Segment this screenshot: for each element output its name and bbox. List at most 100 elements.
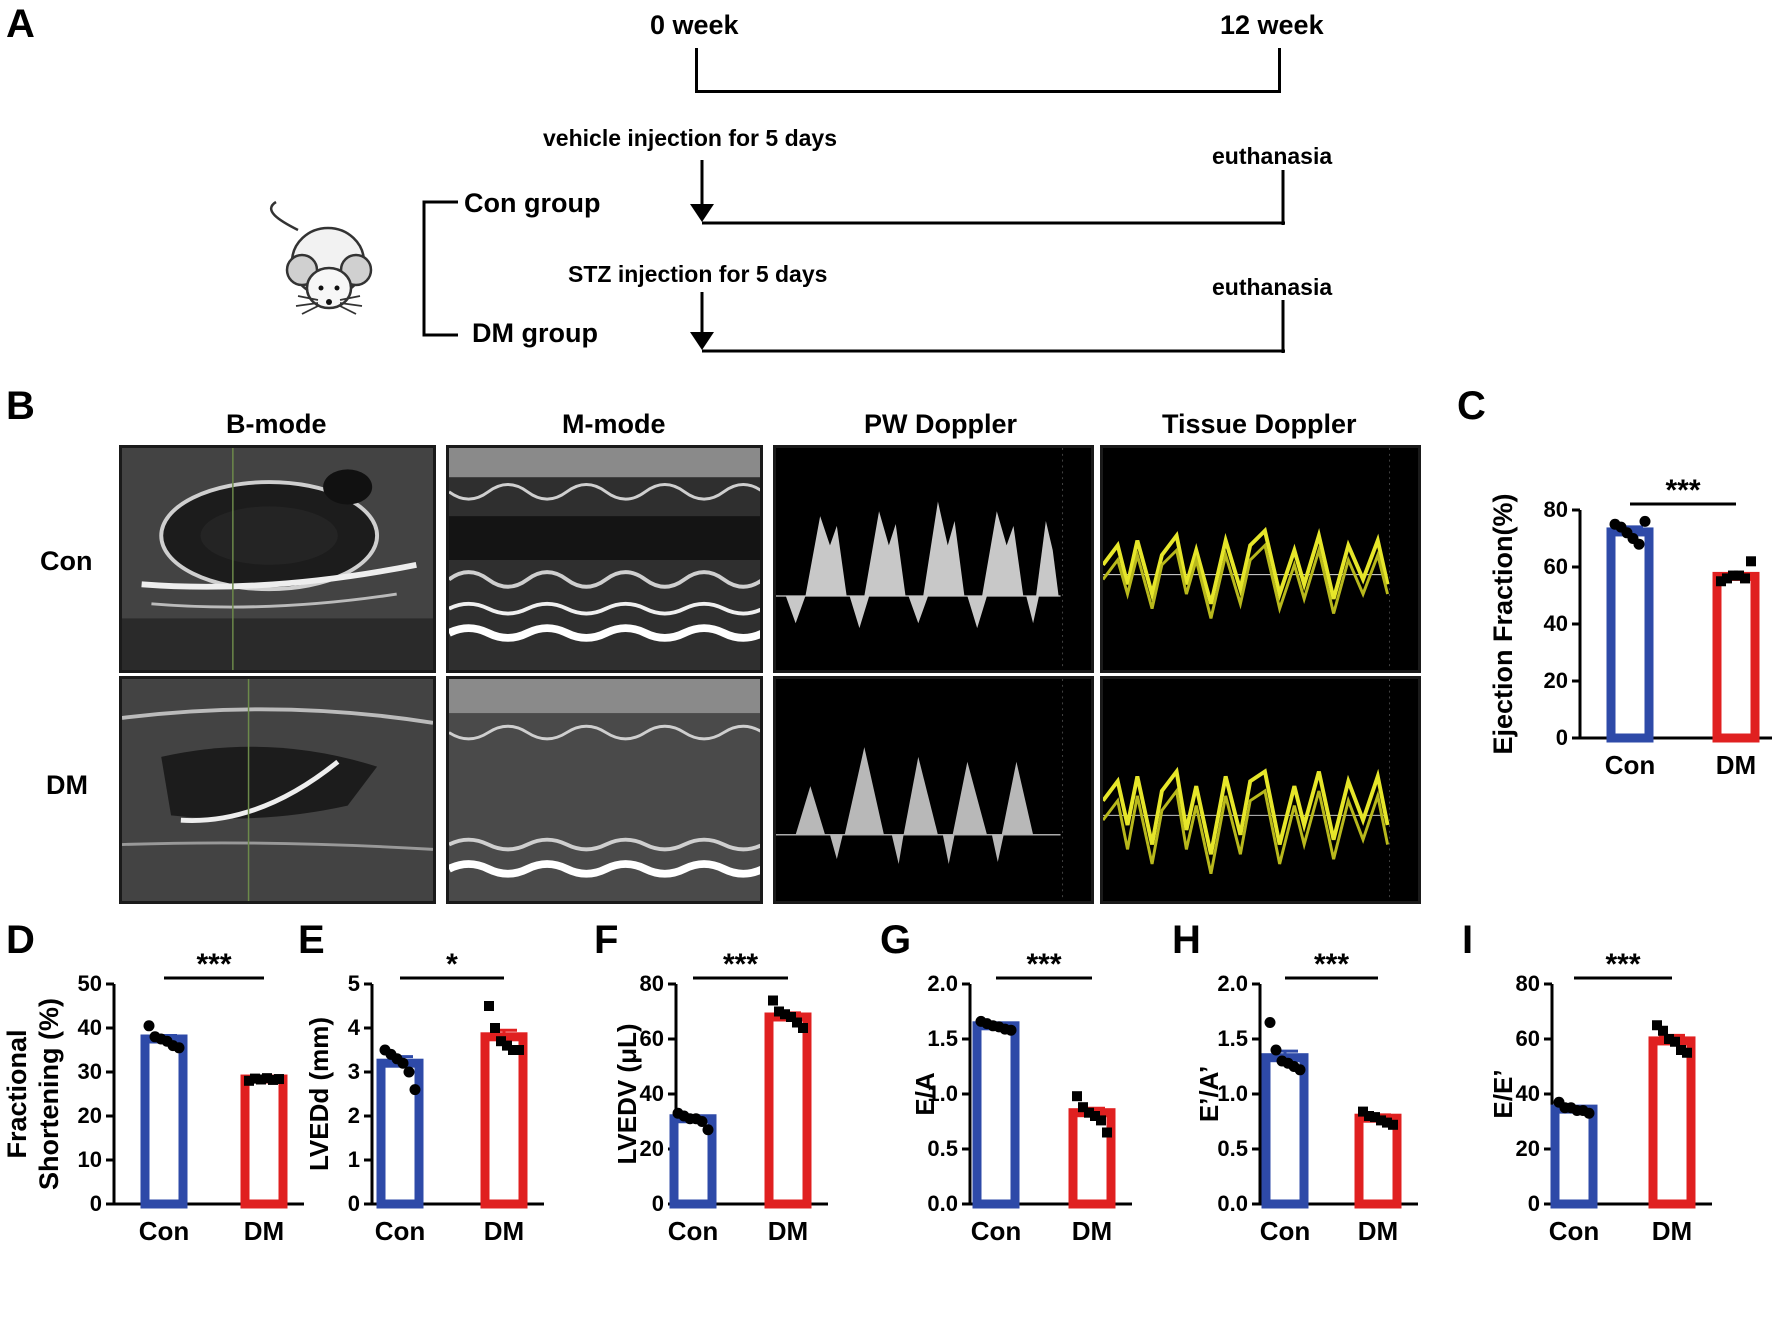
y-tick-label: 1.5 (927, 1026, 958, 1051)
con-bar (140, 1034, 188, 1209)
data-point (397, 1057, 409, 1069)
data-point (409, 1084, 421, 1096)
category-label: DM (484, 1216, 524, 1246)
y-axis-label: Ejection Fraction(%) (1488, 493, 1518, 754)
y-tick-label: 10 (78, 1147, 102, 1172)
data-point (1072, 1091, 1082, 1102)
data-point (1682, 1047, 1692, 1058)
data-point (1734, 570, 1744, 581)
data-point (1090, 1111, 1100, 1121)
category-label: Con (971, 1216, 1022, 1246)
category-label: DM (1358, 1216, 1398, 1246)
dm-bar (1648, 1036, 1696, 1209)
data-point (1670, 1036, 1680, 1047)
category-label: Con (1549, 1216, 1600, 1246)
y-axis-label: E/E’ (1488, 1069, 1518, 1118)
y-tick-label: 60 (1516, 1026, 1540, 1051)
y-tick-label: 30 (78, 1059, 102, 1084)
data-point (250, 1073, 260, 1084)
significance-label: *** (1605, 948, 1640, 981)
y-tick-label: 60 (640, 1026, 664, 1051)
data-point (774, 1006, 784, 1017)
data-point (792, 1017, 802, 1028)
bmode-con-image (119, 445, 436, 673)
data-point (780, 1009, 790, 1020)
y-axis-label-line: Shortening (%) (34, 998, 64, 1190)
data-point (143, 1020, 155, 1032)
panel-label-g: G (880, 918, 912, 962)
data-point (514, 1045, 524, 1055)
data-point (702, 1124, 714, 1136)
category-label: Con (668, 1216, 719, 1246)
data-point (262, 1073, 272, 1084)
data-point (508, 1045, 518, 1055)
timeline-start: 0 week (650, 10, 739, 40)
category-label: Con (139, 1216, 190, 1246)
dm-bar (1712, 571, 1760, 743)
dm-bar (1354, 1113, 1402, 1209)
pw-doppler-con-image (773, 445, 1094, 673)
data-point (798, 1023, 808, 1033)
data-point (1084, 1107, 1094, 1118)
data-point (768, 995, 778, 1006)
panel-label-i: I (1462, 918, 1474, 962)
timeline-tick-end (1278, 48, 1281, 92)
data-point (1358, 1106, 1368, 1117)
significance-label: *** (196, 948, 231, 981)
y-axis-label: LVEDV (μL) (612, 1023, 642, 1164)
con-group-label: Con group (464, 188, 601, 218)
dm-bar (764, 1012, 812, 1209)
y-tick-label: 0 (1528, 1191, 1540, 1216)
data-point (173, 1042, 185, 1054)
data-point (1583, 1107, 1595, 1119)
data-point (1102, 1127, 1112, 1138)
category-label: DM (244, 1216, 284, 1246)
con-injection-label: vehicle injection for 5 days (543, 125, 837, 151)
echo-col-pwdoppler: PW Doppler (864, 409, 1017, 439)
y-axis-label: E’/A’ (1194, 1066, 1224, 1122)
con-injection-arrow (690, 204, 714, 222)
data-point (1382, 1117, 1392, 1128)
y-tick-label: 2 (348, 1103, 360, 1128)
y-tick-label: 0.0 (1217, 1191, 1248, 1216)
panel-label-a: A (6, 2, 35, 46)
mmode-dm-image (446, 676, 763, 904)
con-bar (1550, 1104, 1598, 1209)
data-point (1005, 1024, 1017, 1036)
con-bar (1606, 527, 1654, 743)
data-point (1096, 1115, 1106, 1126)
timeline-axis (695, 90, 1281, 93)
y-tick-label: 40 (1544, 611, 1568, 636)
echo-row-dm: DM (46, 770, 88, 800)
y-tick-label: 40 (1516, 1081, 1540, 1106)
panel-label-h: H (1172, 918, 1201, 962)
data-point (1676, 1045, 1686, 1055)
y-tick-label: 80 (640, 971, 664, 996)
dm-group-label: DM group (472, 318, 598, 348)
timeline-end: 12 week (1220, 10, 1324, 40)
data-point (1376, 1115, 1386, 1126)
y-tick-label: 20 (78, 1103, 102, 1128)
y-tick-label: 2.0 (927, 971, 958, 996)
data-point (256, 1074, 266, 1085)
data-point (244, 1075, 254, 1086)
data-point (1270, 1044, 1282, 1056)
dm-bar (1068, 1108, 1116, 1209)
data-point (1652, 1020, 1662, 1031)
data-point (1728, 570, 1738, 581)
data-point (1294, 1064, 1306, 1076)
y-tick-label: 20 (1516, 1136, 1540, 1161)
panel-label-f: F (594, 918, 619, 962)
data-point (1639, 515, 1651, 527)
y-tick-label: 1.0 (1217, 1081, 1248, 1106)
panel-label-d: D (6, 918, 35, 962)
data-point (490, 1023, 500, 1033)
y-axis-label: LVEDd (mm) (304, 1017, 334, 1171)
